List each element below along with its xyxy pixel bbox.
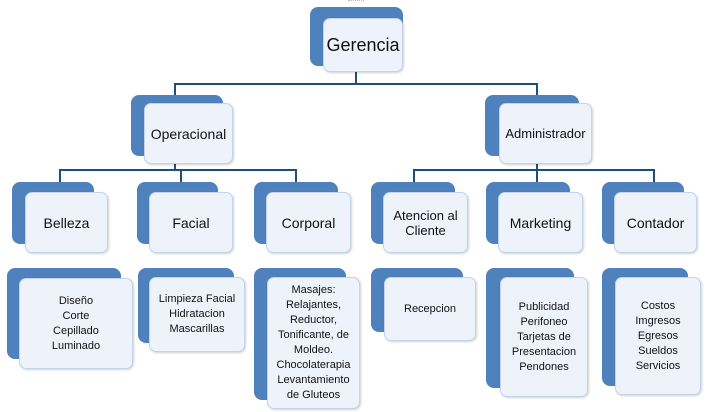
node-facial-details-front: Limpieza Facial Hidratacion Mascarillas [149,277,245,352]
node-facial: Facial [137,182,233,253]
corporal-item-relajantes: Relajantes, [285,299,342,311]
node-corporal-details: Masajes: Relajantes, Reductor, Tonifican… [254,268,360,409]
node-contador: Contador [602,182,697,253]
node-gerencia-label: Gerencia [326,34,400,55]
corporal-services-list: Masajes: Relajantes, Reductor, Tonifican… [277,283,351,403]
node-operacional: Operacional [131,95,233,164]
marketing-item-presentacion: Presentacion [511,345,577,358]
node-belleza-details-front: Diseño Corte Cepillado Luminado [19,278,133,369]
node-atencion-cliente-label: Atencion al Cliente [393,207,458,238]
atencion-services-list: Recepcion [404,302,456,317]
marketing-item-tarjetas: Tarjetas de [517,330,571,343]
node-atencion-details: Recepcion [371,268,476,341]
node-operacional-front: Operacional [144,103,233,164]
corporal-item-chocolaterapia: Chocolaterapia [276,359,351,371]
belleza-item-disen: Diseño [58,294,94,307]
facial-item-hidratacion: Hidratacion [169,308,225,320]
facial-services-list: Limpieza Facial Hidratacion Mascarillas [159,292,235,337]
node-facial-label: Facial [172,214,210,231]
contador-item-costos: Costos [640,299,676,312]
belleza-services-list: Diseño Corte Cepillado Luminado [52,294,100,354]
node-administrador-label: Administrador [505,126,586,141]
node-contador-label: Contador [626,214,685,231]
node-facial-front: Facial [149,192,233,253]
node-marketing: Marketing [486,182,583,253]
belleza-item-cepillado: Cepillado [53,324,99,337]
node-administrador-front: Administrador [499,103,592,164]
marketing-item-publicidad: Publicidad [518,300,570,313]
corporal-item-moldeo: Moldeo. [293,344,334,356]
contador-item-egresos: Egresos [637,329,679,342]
node-belleza-details: Diseño Corte Cepillado Luminado [7,268,133,369]
node-marketing-front: Marketing [498,192,583,253]
node-corporal-details-front: Masajes: Relajantes, Reductor, Tonifican… [267,277,360,409]
facial-item-limpieza: Limpieza Facial [158,293,236,305]
belleza-item-luminado: Luminado [51,339,101,352]
node-gerencia-front: Gerencia [323,18,403,72]
node-marketing-details: Publicidad Perifoneo Tarjetas de Present… [486,268,588,397]
facial-item-mascarillas: Mascarillas [169,323,225,335]
atencion-item-recepcion: Recepcion [404,302,456,315]
node-belleza-front: Belleza [25,192,108,253]
corporal-item-gluteos: de Gluteos [286,389,341,401]
node-atencion-details-front: Recepcion [384,277,476,341]
corporal-item-reductor: Reductor, [289,314,338,326]
node-belleza-label: Belleza [43,214,90,231]
node-contador-front: Contador [614,192,697,253]
node-corporal-label: Corporal [281,214,336,231]
marketing-item-perifoneo: Perifoneo [520,315,568,328]
belleza-item-corte: Corte [62,309,90,322]
node-corporal: Corporal [254,182,351,253]
node-contador-details-front: Costos Imgresos Egresos Sueldos Servicio… [615,277,701,395]
marketing-item-pendones: Pendones [519,360,569,373]
node-atencion-cliente-front: Atencion al Cliente [383,192,468,253]
corporal-item-masajes: Masajes: [291,284,336,296]
contador-item-servicios: Servicios [635,359,681,372]
marketing-services-list: Publicidad Perifoneo Tarjetas de Present… [512,300,576,375]
contador-item-sueldos: Sueldos [638,344,678,357]
corporal-item-tonificante: Tonificante, de [278,329,349,341]
node-contador-details: Costos Imgresos Egresos Sueldos Servicio… [602,268,701,395]
node-operacional-label: Operacional [150,125,227,142]
top-divider [348,0,364,3]
contador-item-ingresos: Imgresos [635,314,681,327]
node-administrador: Administrador [485,95,592,164]
contador-services-list: Costos Imgresos Egresos Sueldos Servicio… [635,299,680,374]
node-corporal-front: Corporal [266,192,351,253]
node-gerencia: Gerencia [310,7,403,72]
node-atencion-cliente: Atencion al Cliente [371,182,468,253]
node-marketing-label: Marketing [509,214,572,231]
node-marketing-details-front: Publicidad Perifoneo Tarjetas de Present… [500,277,588,397]
corporal-item-levantamiento: Levantamiento [277,374,350,386]
node-facial-details: Limpieza Facial Hidratacion Mascarillas [138,268,245,352]
node-belleza: Belleza [12,182,108,253]
